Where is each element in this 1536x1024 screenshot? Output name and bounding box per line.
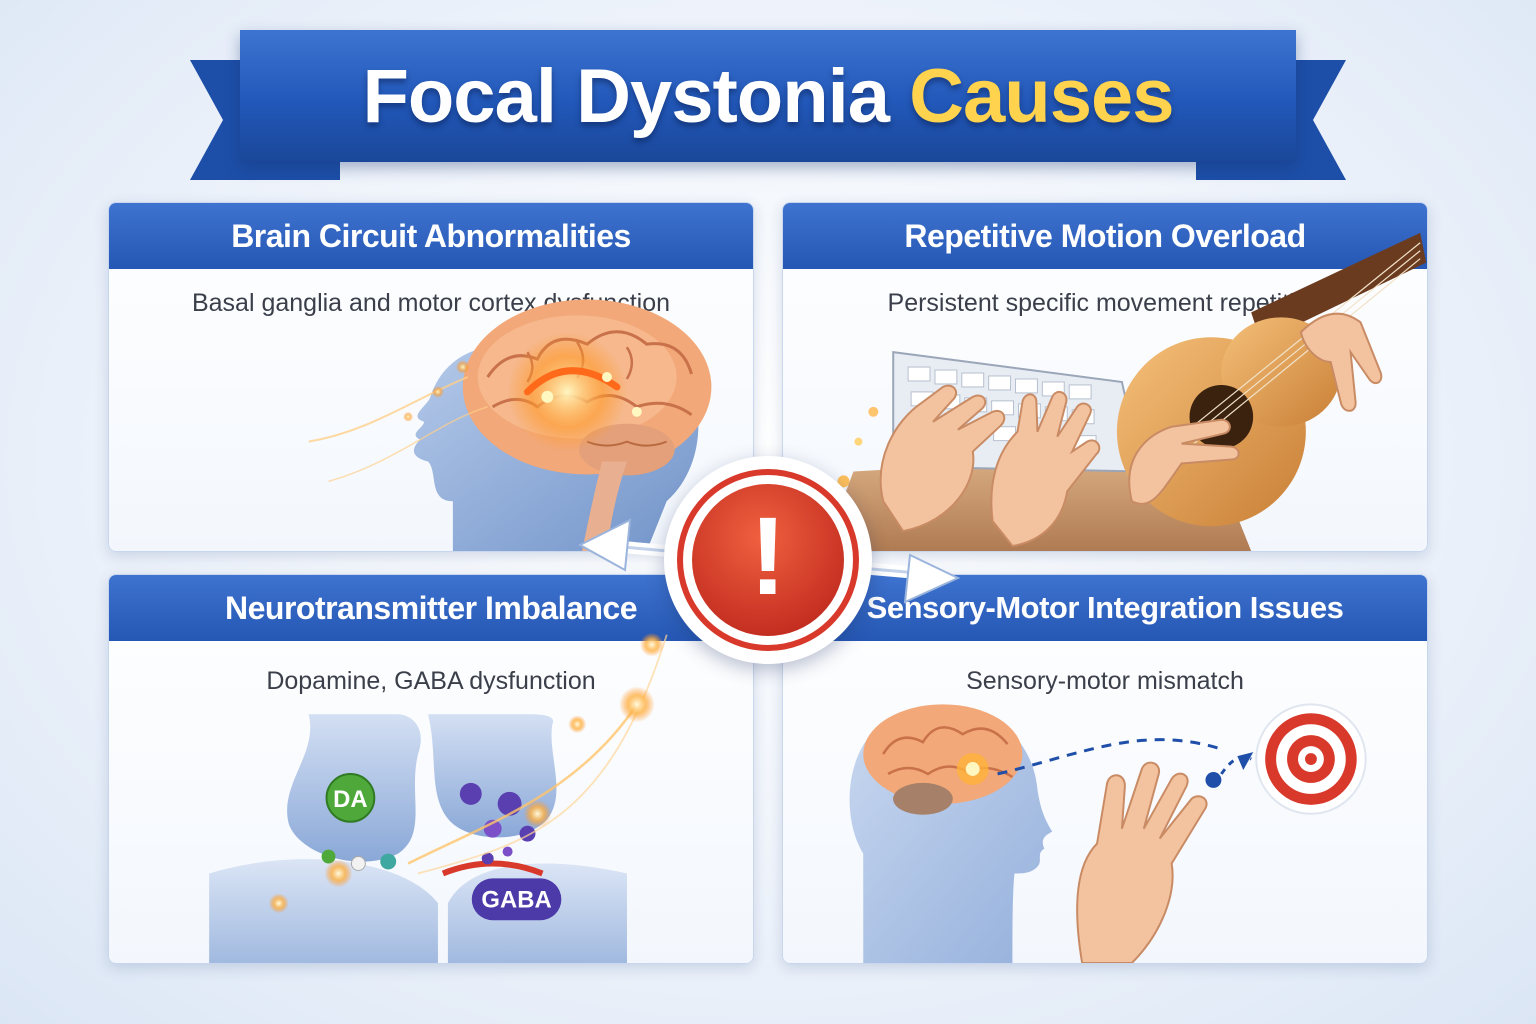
brain-icon — [863, 704, 1023, 815]
title-accent: Causes — [909, 53, 1174, 139]
panel-header: Neurotransmitter Imbalance — [109, 575, 753, 641]
panel-description: Persistent specific movement repetition — [887, 289, 1323, 317]
panel-sensory-motor: Sensory-Motor Integration Issues Sensory… — [782, 574, 1428, 964]
hand-icon — [1076, 761, 1208, 963]
panel-title: Repetitive Motion Overload — [904, 217, 1306, 254]
panel-brain-circuit: Brain Circuit Abnormalities Basal gangli… — [108, 202, 754, 552]
keyboard-icon — [892, 351, 1144, 473]
panel-header: Sensory-Motor Integration Issues — [783, 575, 1427, 641]
panel-description: Dopamine, GABA dysfunction — [266, 667, 596, 695]
title-main: Focal Dystonia — [362, 53, 890, 139]
gaba-label: GABA — [481, 886, 551, 913]
panel-title: Sensory-Motor Integration Issues — [866, 590, 1344, 625]
title-banner: Focal Dystonia Causes — [190, 30, 1346, 180]
guitar-icon — [1116, 232, 1427, 527]
alert-badge: ! — [664, 456, 872, 664]
panel-neurotransmitter: DA GABA Neurotransmitter Imbalance Dopam… — [108, 574, 754, 964]
hand-icon — [879, 384, 1101, 548]
page-title: Focal Dystonia Causes — [362, 53, 1174, 140]
dopamine-label: DA — [333, 786, 367, 813]
panel-description: Sensory-motor mismatch — [966, 667, 1244, 695]
panel-title: Brain Circuit Abnormalities — [231, 217, 631, 254]
panel-header: Brain Circuit Abnormalities — [109, 203, 753, 269]
alert-icon: ! — [677, 469, 859, 651]
alert-symbol: ! — [750, 495, 787, 618]
panel-repetitive-motion: Repetitive Motion Overload Persistent sp… — [782, 202, 1428, 552]
banner-body: Focal Dystonia Causes — [240, 30, 1296, 162]
panel-title: Neurotransmitter Imbalance — [224, 589, 638, 626]
panel-header: Repetitive Motion Overload — [783, 203, 1427, 269]
target-icon — [1255, 703, 1367, 815]
panel-description: Basal ganglia and motor cortex dysfuncti… — [191, 289, 671, 317]
